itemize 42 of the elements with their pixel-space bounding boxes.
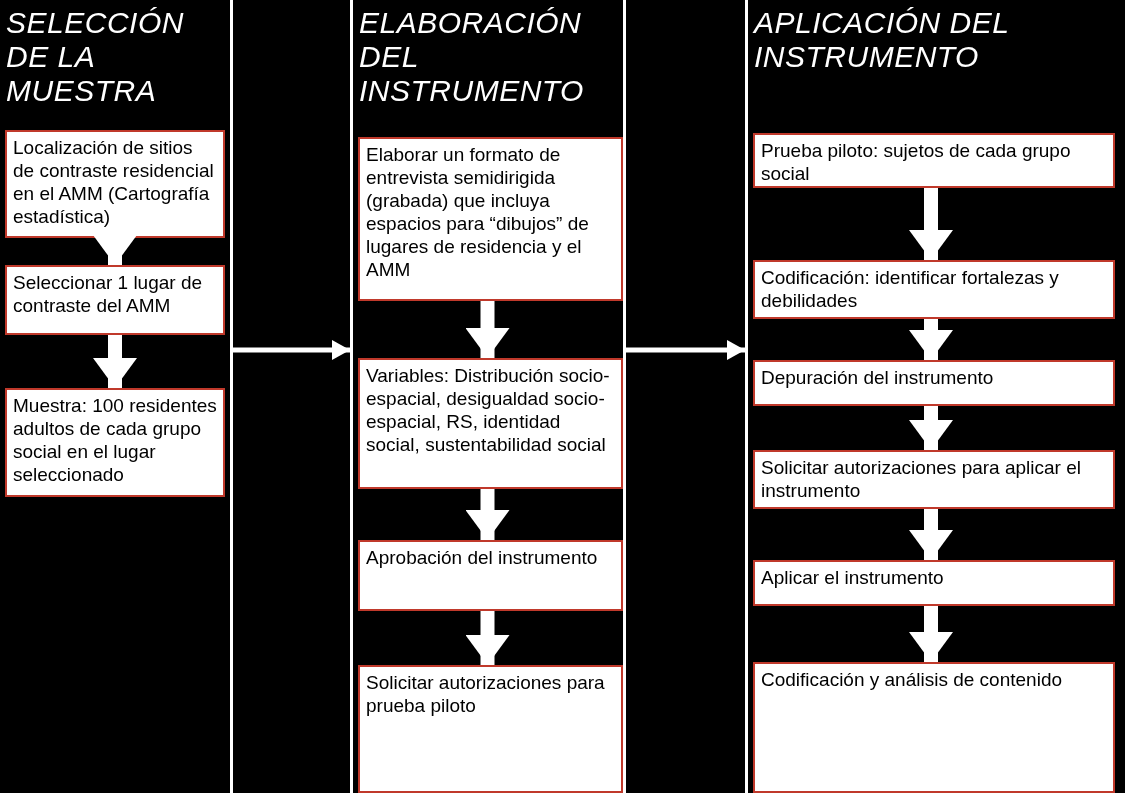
arrow <box>465 611 510 665</box>
column-heading: APLICACIÓN DEL INSTRUMENTO <box>754 6 1010 74</box>
process-box <box>753 560 1115 606</box>
arrow <box>233 340 350 360</box>
arrow <box>909 406 953 450</box>
step-text: Prueba piloto: sujetos de cada grupo social <box>761 139 1072 185</box>
arrow <box>909 319 953 360</box>
arrow <box>909 606 953 662</box>
arrow <box>93 335 137 388</box>
process-box <box>753 133 1115 188</box>
step-text: Aplicar el instrumento <box>761 566 945 589</box>
arrow <box>909 188 953 260</box>
process-box <box>5 388 225 497</box>
step-text: Codificación y análisis de contenido <box>761 668 1063 691</box>
step-text: Seleccionar 1 lugar de contraste del AMM <box>13 271 204 317</box>
process-box <box>753 662 1115 793</box>
column-heading: ELABORACIÓN DEL INSTRUMENTO <box>359 6 585 108</box>
process-box <box>358 540 623 611</box>
step-text: Localización de sitios de contraste residencial en el AMM (Cartografía estadística) <box>13 136 215 228</box>
step-text: Aprobación del instrumento <box>366 546 599 569</box>
step-text: Muestra: 100 residentes adultos de cada grupo social en el lugar seleccionado <box>13 394 217 486</box>
process-box <box>358 137 623 301</box>
arrow <box>465 301 510 358</box>
process-box <box>5 265 225 335</box>
step-text: Solicitar autorizaciones para aplicar el instrumento <box>761 456 1082 502</box>
step-text: Elaborar un formato de entrevista semidirigida (grabada) que incluya espacios para “dibujos” de lugares de residencia y el AMM <box>366 143 590 281</box>
step-text: Solicitar autorizaciones para prueba piloto <box>366 671 606 717</box>
process-box <box>753 260 1115 319</box>
process-box <box>753 360 1115 406</box>
step-text: Codificación: identificar fortalezas y debilidades <box>761 266 1060 312</box>
column-band <box>350 0 626 793</box>
process-box <box>358 665 623 793</box>
arrow <box>626 340 745 360</box>
process-box <box>753 450 1115 509</box>
process-box <box>5 130 225 238</box>
arrow <box>465 489 510 540</box>
arrow <box>93 235 137 265</box>
arrow <box>909 509 953 560</box>
column-heading: SELECCIÓN DE LA MUESTRA <box>6 6 185 108</box>
step-text: Depuración del instrumento <box>761 366 995 389</box>
step-text: Variables: Distribución socio-espacial, desigualdad socio-espacial, RS, identidad social, sustentabilidad social <box>366 364 611 456</box>
process-box <box>358 358 623 489</box>
